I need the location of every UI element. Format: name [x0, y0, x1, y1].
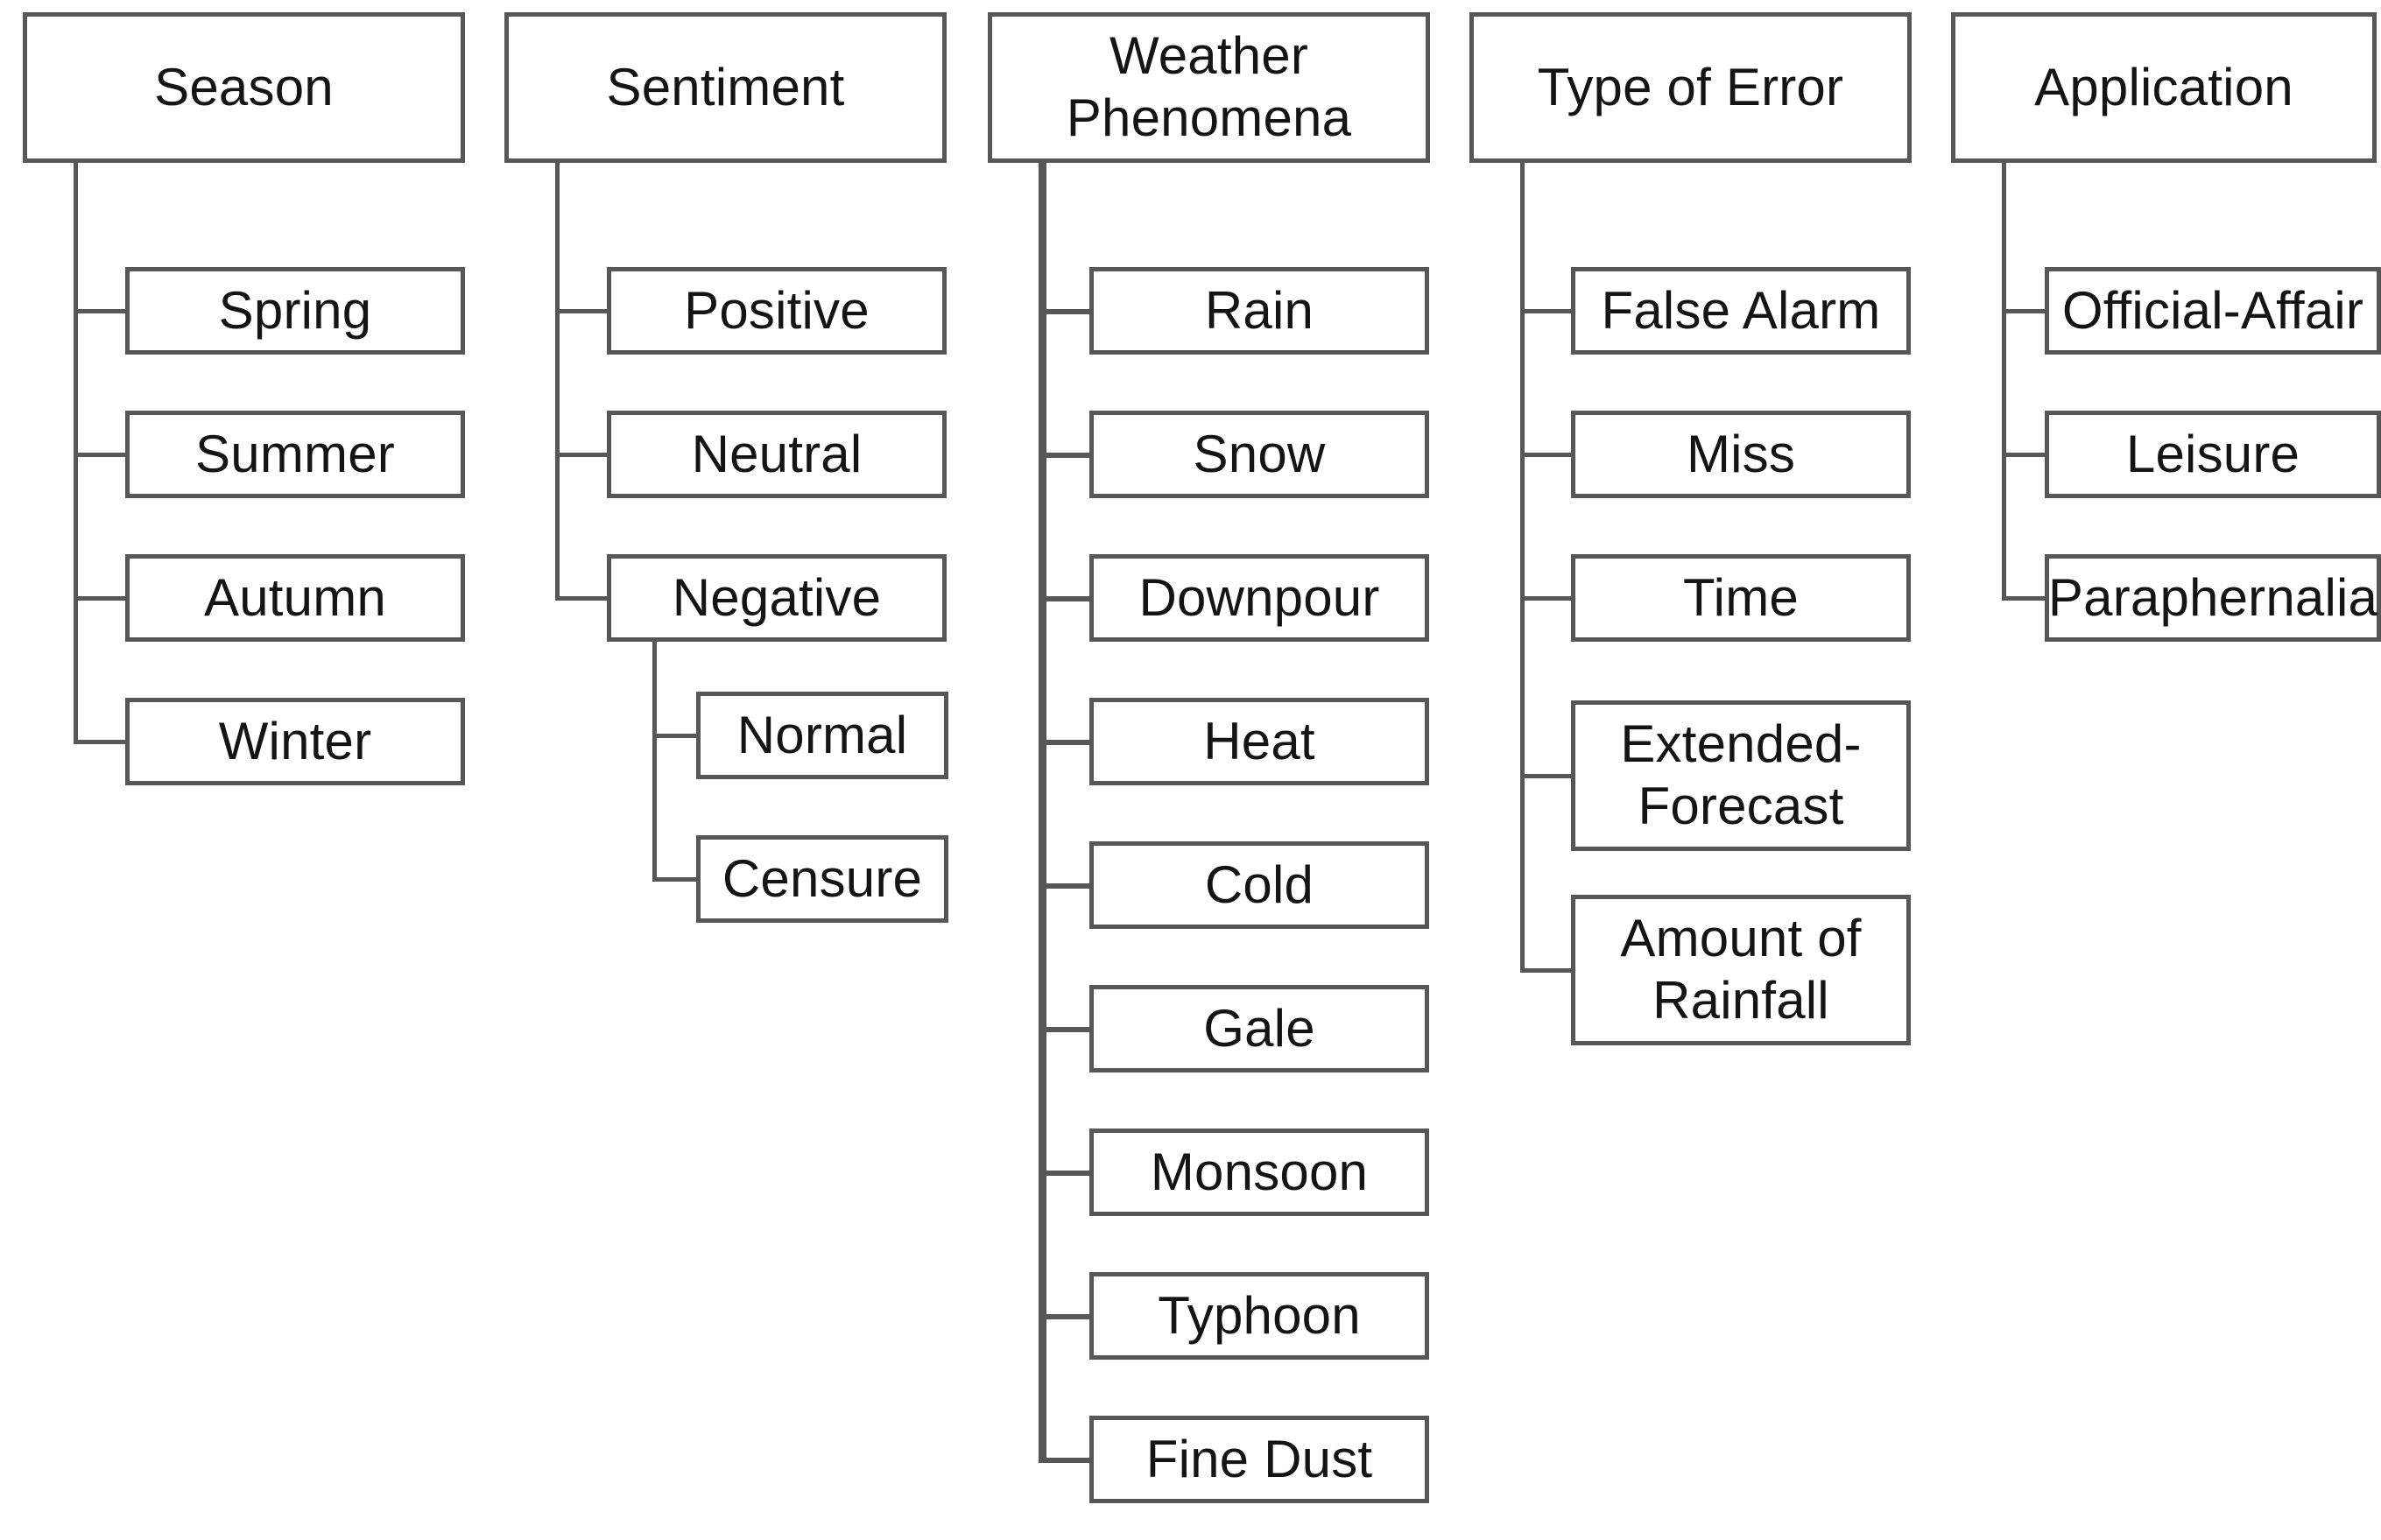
connector-stub: [1039, 453, 1094, 458]
node-season-summer: Summer: [125, 411, 465, 498]
node-weather-phenomena-monsoon: Monsoon: [1089, 1129, 1429, 1216]
node-weather-phenomena-snow: Snow: [1089, 411, 1429, 498]
connector-stub: [74, 309, 130, 313]
node-application-official-affair: Official-Affair: [2045, 267, 2381, 355]
node-season-spring: Spring: [125, 267, 465, 355]
connector-stub: [555, 596, 611, 601]
node-type-of-error-false-alarm: False Alarm: [1571, 267, 1911, 355]
node-type-of-error-amount-of-rainfall: Amount of Rainfall: [1571, 895, 1911, 1045]
connector-stub: [74, 453, 130, 457]
node-application-paraphernalia: Paraphernalia: [2045, 554, 2381, 642]
node-type-of-error-miss: Miss: [1571, 411, 1911, 498]
connector-stub: [74, 596, 130, 601]
node-sentiment-censure: Censure: [696, 835, 948, 923]
node-sentiment-positive: Positive: [607, 267, 947, 355]
connector-stub: [652, 877, 701, 882]
connector-stub: [1039, 1027, 1094, 1032]
node-weather-phenomena-typhoon: Typhoon: [1089, 1272, 1429, 1360]
connector-stub: [1039, 883, 1094, 889]
node-weather-phenomena-cold: Cold: [1089, 841, 1429, 929]
node-weather-phenomena-heat: Heat: [1089, 698, 1429, 785]
connector-trunk: [652, 637, 657, 882]
root-node-application: Application: [1951, 12, 2377, 163]
connector-stub: [1039, 740, 1094, 745]
node-weather-phenomena-gale: Gale: [1089, 985, 1429, 1072]
root-node-type-of-error: Type of Error: [1469, 12, 1912, 163]
connector-stub: [1520, 453, 1575, 457]
connector-stub: [1039, 1314, 1094, 1319]
node-application-leisure: Leisure: [2045, 411, 2381, 498]
connector-stub: [2002, 309, 2049, 313]
root-node-season: Season: [23, 12, 465, 163]
node-weather-phenomena-rain: Rain: [1089, 267, 1429, 355]
node-sentiment-neutral: Neutral: [607, 411, 947, 498]
connector-stub: [2002, 596, 2049, 601]
connector-stub: [1039, 1171, 1094, 1176]
connector-trunk: [555, 158, 560, 601]
connector-stub: [74, 740, 130, 744]
node-sentiment-normal: Normal: [696, 692, 948, 779]
connector-stub: [2002, 453, 2049, 457]
connector-trunk: [74, 158, 78, 744]
node-weather-phenomena-downpour: Downpour: [1089, 554, 1429, 642]
connector-stub: [1039, 309, 1094, 314]
connector-stub: [1039, 596, 1094, 601]
connector-stub: [1520, 968, 1575, 973]
node-season-winter: Winter: [125, 698, 465, 785]
connector-trunk: [1039, 158, 1046, 1462]
connector-stub: [555, 453, 611, 457]
node-weather-phenomena-fine-dust: Fine Dust: [1089, 1416, 1429, 1503]
connector-stub: [1039, 1458, 1094, 1463]
node-type-of-error-extended-forecast: Extended- Forecast: [1571, 700, 1911, 851]
root-node-sentiment: Sentiment: [504, 12, 947, 163]
connector-stub: [1520, 309, 1575, 313]
node-season-autumn: Autumn: [125, 554, 465, 642]
root-node-weather-phenomena: Weather Phenomena: [988, 12, 1430, 163]
connector-stub: [652, 734, 701, 738]
connector-stub: [1520, 596, 1575, 601]
node-sentiment-negative: Negative: [607, 554, 947, 642]
connector-stub: [555, 309, 611, 313]
connector-trunk: [1520, 158, 1525, 973]
node-type-of-error-time: Time: [1571, 554, 1911, 642]
connector-stub: [1520, 774, 1575, 778]
connector-trunk: [2002, 158, 2006, 601]
